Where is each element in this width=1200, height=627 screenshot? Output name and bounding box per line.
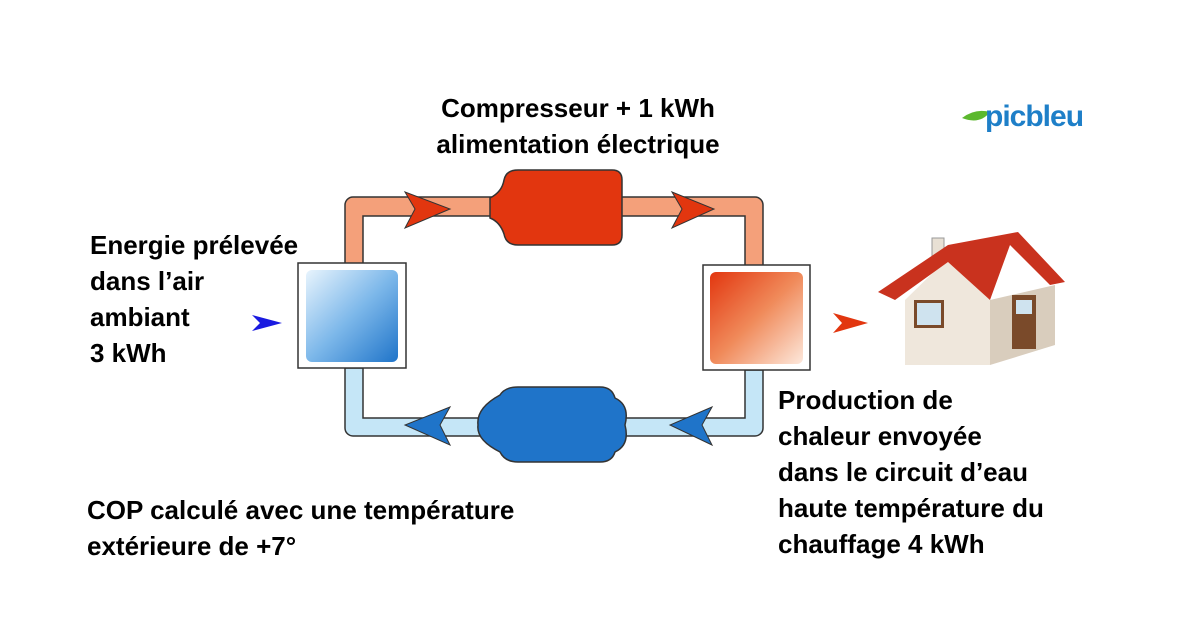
picbleu-logo: picbleu: [985, 100, 1084, 133]
heat-output-arrow-icon: [833, 313, 868, 333]
house-icon: [878, 232, 1065, 365]
cop-note-line: COP calculé avec une température: [87, 495, 515, 525]
source-label-line: ambiant: [90, 302, 190, 332]
output-label-line: haute température du: [778, 493, 1044, 523]
compressor-label-line: Compresseur + 1 kWh: [441, 93, 715, 123]
compressor: [489, 169, 623, 246]
flow-arrow-icon: [668, 405, 714, 447]
air-input-arrow-icon: [252, 315, 282, 331]
cop-note-line: extérieure de +7°: [87, 531, 297, 561]
output-label-line: Production de: [778, 385, 953, 415]
source-label-line: 3 kWh: [90, 338, 167, 368]
flow-arrow-icon: [670, 190, 716, 230]
cop-note: COP calculé avec une température extérie…: [87, 492, 514, 564]
output-label-line: chauffage 4 kWh: [778, 529, 985, 559]
output-label-line: dans le circuit d’eau: [778, 457, 1028, 487]
output-label-line: chaleur envoyée: [778, 421, 982, 451]
compressor-label: Compresseur + 1 kWh alimentation électri…: [0, 90, 1156, 162]
logo-leaf-icon: [962, 110, 990, 121]
flow-arrow-icon: [403, 406, 452, 447]
source-label-line: Energie prélevée: [90, 230, 299, 260]
flow-arrow-icon: [403, 191, 452, 230]
output-label: Production de chaleur envoyée dans le ci…: [778, 382, 1044, 562]
source-label: Energie prélevée dans l’air ambiant 3 kW…: [90, 227, 298, 371]
compressor-label-line: alimentation électrique: [436, 129, 720, 159]
source-label-line: dans l’air: [90, 266, 205, 296]
expansion-valve: [477, 386, 627, 463]
